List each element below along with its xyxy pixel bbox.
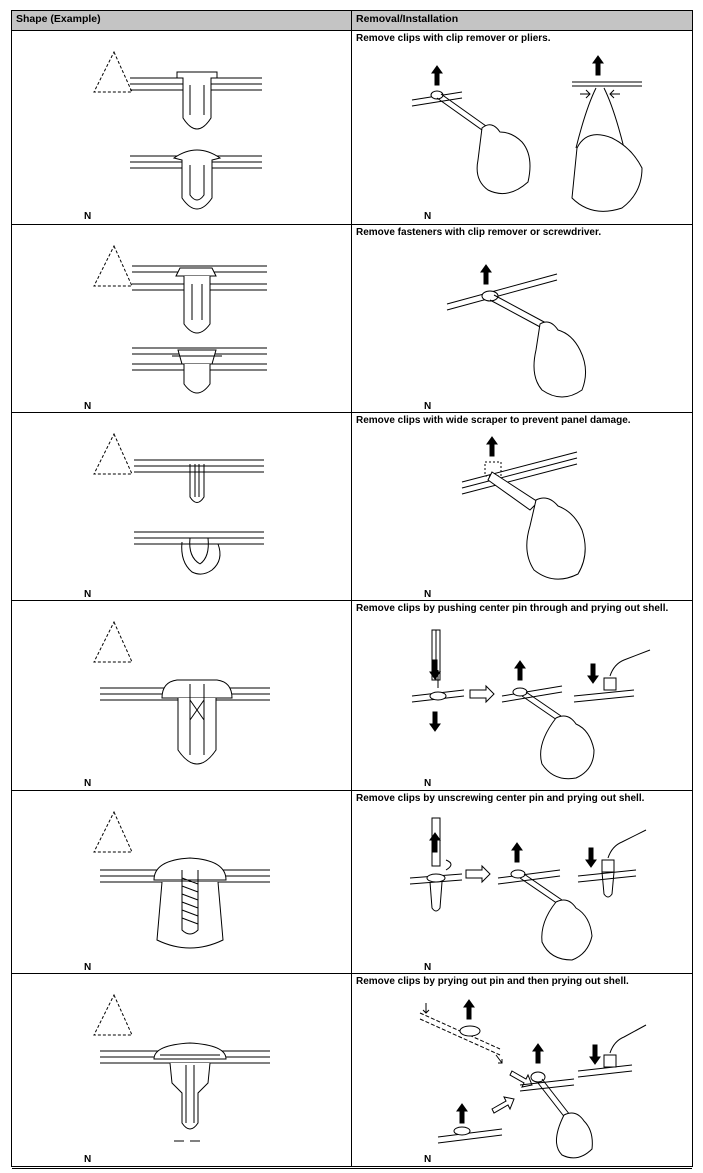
table-row: N Remove clips by unscrewing center pin … — [12, 790, 692, 974]
removal-description: Remove clips by pushing center pin throu… — [356, 603, 669, 614]
removal-description: Remove clips with wide scraper to preven… — [356, 415, 631, 426]
note-n: N — [424, 211, 432, 222]
shape-cell: N — [12, 224, 351, 412]
table-header: Shape (Example) Removal/Installation — [12, 11, 692, 31]
unscrew-pin-removal-illustration — [352, 790, 694, 973]
table-row: N Remove clips by pushing center pin thr… — [12, 600, 692, 791]
screw-pin-clip-illustration — [12, 790, 351, 973]
note-n: N — [424, 778, 432, 789]
shape-cell: N — [12, 600, 351, 790]
push-clip-illustration — [12, 30, 351, 224]
push-pin-clip-illustration — [12, 600, 351, 790]
removal-cell: Remove clips by prying out pin and then … — [352, 973, 692, 1168]
removal-cell: Remove clips with wide scraper to preven… — [352, 412, 692, 600]
removal-cell: Remove clips by unscrewing center pin an… — [352, 790, 692, 973]
removal-cell: Remove clips by pushing center pin throu… — [352, 600, 692, 790]
wide-scraper-illustration — [352, 412, 694, 600]
removal-cell: Remove clips with clip remover or pliers… — [352, 30, 692, 224]
note-n: N — [84, 778, 92, 789]
shape-cell: N — [12, 412, 351, 600]
note-n: N — [84, 1154, 92, 1165]
shape-cell: N — [12, 790, 351, 973]
removal-description: Remove clips by unscrewing center pin an… — [356, 793, 645, 804]
note-n: N — [424, 962, 432, 973]
removal-description: Remove fasteners with clip remover or sc… — [356, 227, 602, 238]
header-removal: Removal/Installation — [356, 13, 459, 25]
screwdriver-removal-illustration — [352, 224, 694, 412]
note-n: N — [84, 962, 92, 973]
panel-clip-illustration — [12, 412, 351, 600]
pry-pin-clip-illustration — [12, 973, 351, 1168]
note-n: N — [84, 211, 92, 222]
clip-table: Shape (Example) Removal/Installation N R… — [11, 10, 693, 1169]
column-divider — [351, 11, 352, 1166]
clip-remover-pliers-illustration — [352, 30, 694, 224]
pry-pin-removal-illustration — [352, 973, 694, 1168]
table-row: N Remove clips with wide scraper to prev… — [12, 412, 692, 601]
removal-description: Remove clips by prying out pin and then … — [356, 976, 629, 987]
table-row: N Remove clips by prying out pin and the… — [12, 973, 692, 1169]
table-row: N Remove fasteners with clip remover or … — [12, 224, 692, 413]
note-n: N — [424, 1154, 432, 1165]
note-n: N — [84, 401, 92, 412]
note-n: N — [424, 401, 432, 412]
removal-cell: Remove fasteners with clip remover or sc… — [352, 224, 692, 412]
note-n: N — [84, 589, 92, 600]
removal-description: Remove clips with clip remover or pliers… — [356, 33, 551, 44]
shape-cell: N — [12, 973, 351, 1168]
header-shape: Shape (Example) — [16, 13, 101, 25]
table-row: N Remove clips with clip remover or plie… — [12, 30, 692, 225]
shape-cell: N — [12, 30, 351, 224]
push-pin-removal-illustration — [352, 600, 694, 790]
note-n: N — [424, 589, 432, 600]
fastener-illustration — [12, 224, 351, 412]
